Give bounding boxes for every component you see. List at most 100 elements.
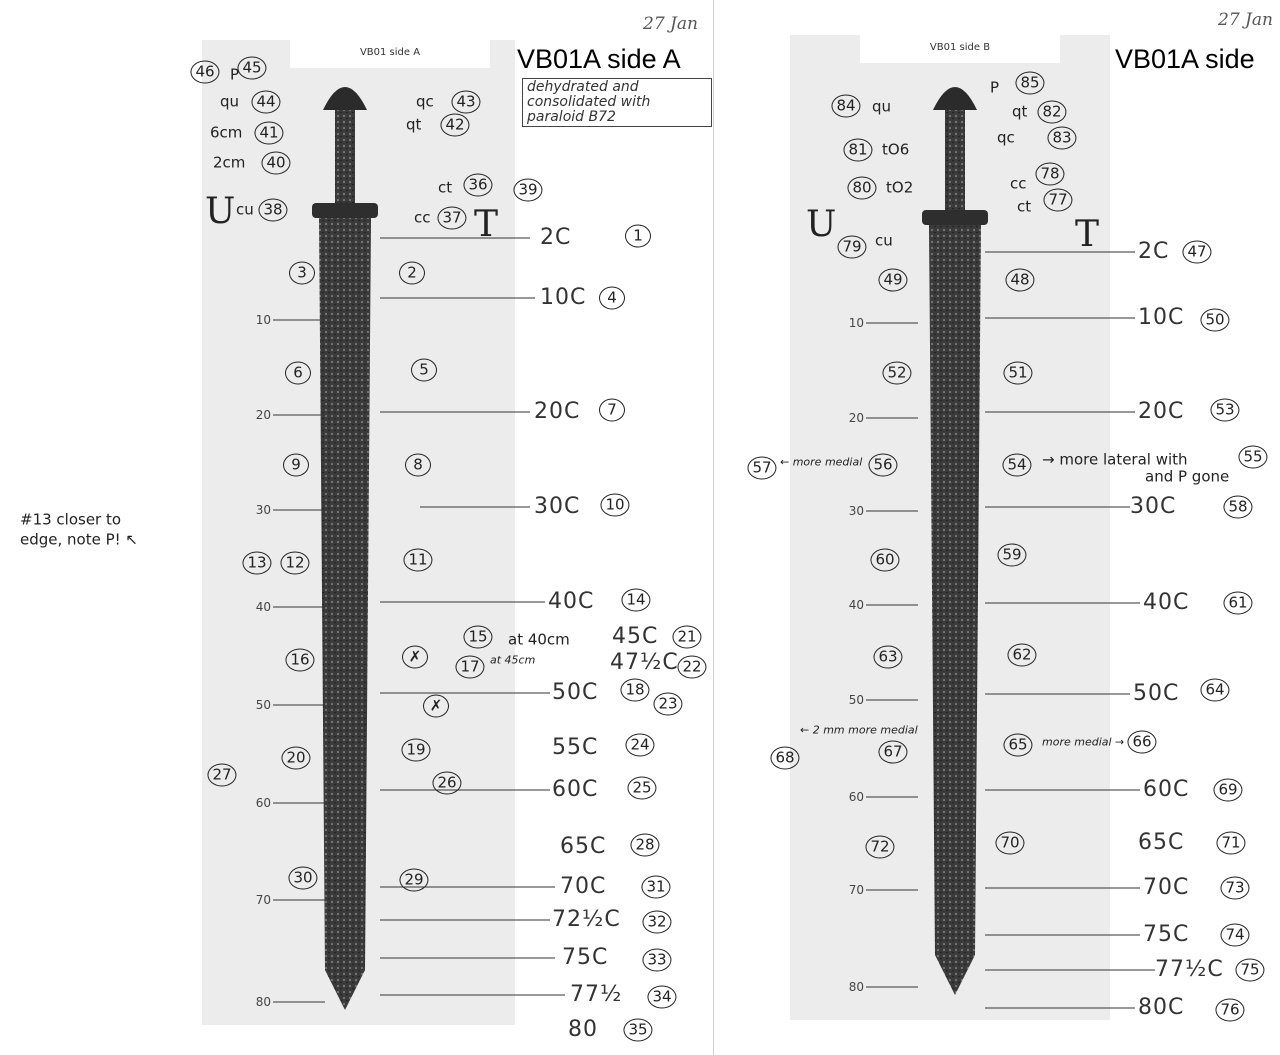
annotation-u: U <box>205 191 236 232</box>
annotation-50c: 50C <box>552 680 599 705</box>
sample-marker-73: 73 <box>1220 876 1250 900</box>
sample-marker-20: 20 <box>281 746 311 770</box>
title-side-a: VB01A side A <box>517 44 681 74</box>
sample-marker-51: 51 <box>1003 361 1033 385</box>
ruler-tick-label: 20 <box>255 408 271 422</box>
date-side-a: 27 Jan <box>643 14 698 34</box>
sample-marker-3: 3 <box>289 261 315 285</box>
annotation-75c: 75C <box>562 945 609 970</box>
sample-marker-68: 68 <box>770 746 800 770</box>
annotation-13-closer-to: #13 closer to <box>20 510 122 529</box>
annotation-30c: 30C <box>534 494 581 519</box>
annotation-qt: qt <box>406 115 422 134</box>
sample-marker-49: 49 <box>878 268 908 292</box>
annotation-45c: 45C <box>612 624 659 649</box>
annotation-80c: 80C <box>1138 995 1185 1020</box>
sample-marker-1: 1 <box>625 224 651 248</box>
sample-marker-42: 42 <box>440 113 470 137</box>
sample-marker-35: 35 <box>623 1018 653 1042</box>
annotation-80: 80 <box>568 1017 598 1042</box>
sample-marker-23: 23 <box>653 692 683 716</box>
sheet-header-side-a: VB01 side A <box>290 40 490 68</box>
annotation-t: T <box>474 204 499 245</box>
annotation-more-medial: ← more medial <box>780 455 863 469</box>
sample-marker-46: 46 <box>190 60 220 84</box>
sample-marker-34: 34 <box>647 985 677 1009</box>
sample-marker-44: 44 <box>251 90 281 114</box>
annotation-10c: 10C <box>540 285 587 310</box>
annotation-cu: cu <box>236 200 254 219</box>
sample-marker-81: 81 <box>843 138 873 162</box>
annotation-75c: 75C <box>1143 922 1190 947</box>
sword-side-a-blade <box>319 218 371 1010</box>
annotation-more-medial: more medial → <box>1042 735 1125 749</box>
sample-marker-80: 80 <box>847 176 877 200</box>
annotation-20c: 20C <box>1138 399 1185 424</box>
sample-marker-52: 52 <box>882 361 912 385</box>
conservation-note: dehydrated and consolidated with paraloi… <box>522 78 712 127</box>
sheet-header-side-b: VB01 side B <box>860 35 1060 63</box>
ruler-tick-label: 20 <box>848 411 864 425</box>
ruler-tick-label: 70 <box>255 893 271 907</box>
sample-marker-38: 38 <box>258 198 288 222</box>
ruler-tick-label: 60 <box>255 796 271 810</box>
annotation-qc: qc <box>997 128 1015 147</box>
annotation-edge-note-p: edge, note P! ↖ <box>20 530 138 549</box>
sample-marker-75: 75 <box>1235 958 1265 982</box>
sample-marker-70: 70 <box>995 831 1025 855</box>
sample-marker-45: 45 <box>237 56 267 80</box>
sample-marker-25: 25 <box>627 776 657 800</box>
annotation-60c: 60C <box>552 777 599 802</box>
annotation-77-c: 77½C <box>1155 957 1224 982</box>
sample-marker-14: 14 <box>621 588 651 612</box>
ruler-tick-label: 30 <box>255 503 271 517</box>
sample-marker-18: 18 <box>620 678 650 702</box>
sample-marker-26: 26 <box>432 771 462 795</box>
annotation-p: P <box>990 78 1000 97</box>
sample-marker-27: 27 <box>207 763 237 787</box>
annotation-77: 77½ <box>570 982 623 1007</box>
sample-marker-7: 7 <box>599 398 625 422</box>
sample-marker-76: 76 <box>1215 998 1245 1022</box>
sample-marker-82: 82 <box>1037 100 1067 124</box>
sample-marker-55: 55 <box>1238 445 1268 469</box>
sample-marker-32: 32 <box>642 910 672 934</box>
ruler-tick-label: 10 <box>848 316 864 330</box>
annotation-to6: tO6 <box>882 140 910 159</box>
sample-marker-36: 36 <box>463 173 493 197</box>
sample-marker-66: 66 <box>1127 730 1157 754</box>
annotation-40c: 40C <box>1143 590 1190 615</box>
annotation-20c: 20C <box>534 399 581 424</box>
annotation-to2: tO2 <box>886 178 914 197</box>
annotation-at-45cm: at 45cm <box>490 653 536 667</box>
annotation-65c: 65C <box>560 834 607 859</box>
page-divider <box>713 0 714 1055</box>
annotation-2c: 2C <box>540 225 572 250</box>
sample-marker-72: 72 <box>865 835 895 859</box>
sample-marker-48: 48 <box>1005 268 1035 292</box>
title-side-b: VB01A side <box>1115 44 1255 74</box>
ruler-tick-label: 50 <box>848 693 864 707</box>
sample-marker-28: 28 <box>630 833 660 857</box>
annotation-qu: qu <box>220 92 240 111</box>
annotation-qc: qc <box>416 92 434 111</box>
sample-marker-17: 17 <box>455 655 485 679</box>
sword-side-b-grip <box>945 110 965 210</box>
annotation-55c: 55C <box>552 735 599 760</box>
annotation-47-c: 47½C <box>610 650 679 675</box>
date-side-b: 27 Jan <box>1218 10 1273 30</box>
annotation-t: T <box>1075 214 1100 255</box>
sample-marker-11: 11 <box>403 548 433 572</box>
sample-marker-63: 63 <box>873 645 903 669</box>
sample-marker-5: 5 <box>411 358 437 382</box>
sample-marker-78: 78 <box>1035 162 1065 186</box>
annotation-ct: ct <box>438 178 453 197</box>
annotation-at-40cm: at 40cm <box>508 630 570 649</box>
sample-marker-29: 29 <box>399 868 429 892</box>
annotation-40c: 40C <box>548 589 595 614</box>
sample-marker-71: 71 <box>1216 831 1246 855</box>
sample-marker-15: 15 <box>463 625 493 649</box>
sample-marker-61: 61 <box>1223 591 1253 615</box>
sample-marker-13: 13 <box>242 551 272 575</box>
